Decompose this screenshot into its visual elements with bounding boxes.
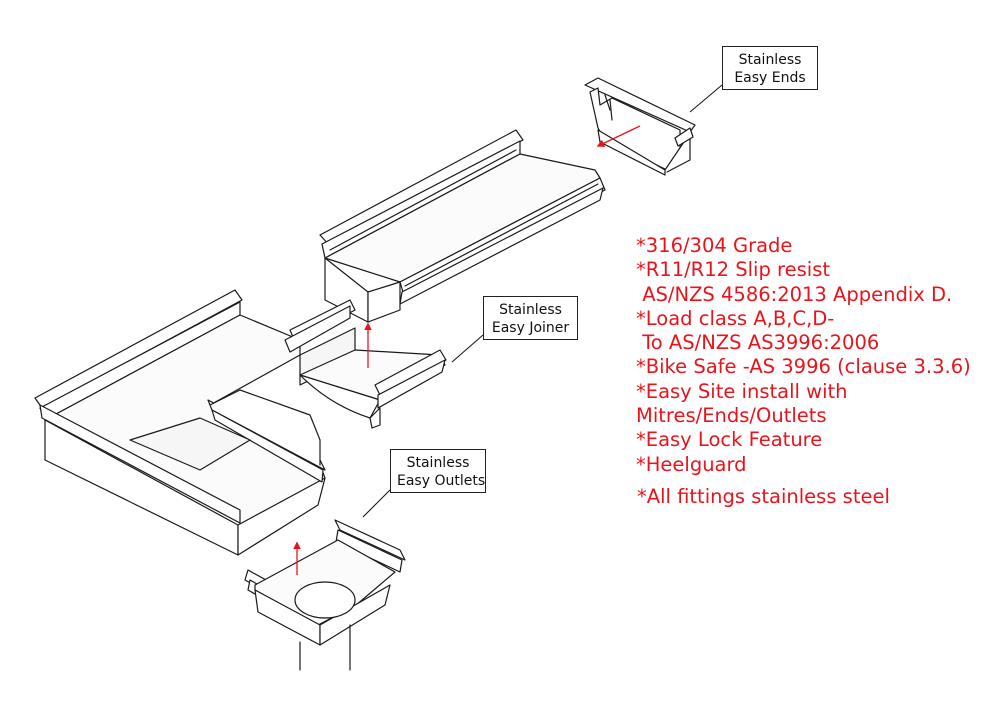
feature-item: *Heelguard xyxy=(636,452,747,476)
upper-channel-section xyxy=(319,129,606,323)
easy-outlet-fitting xyxy=(244,519,406,671)
callout-easy-ends: Stainless Easy Ends xyxy=(722,46,818,90)
feature-item: *Easy Lock Feature xyxy=(636,428,823,452)
callout-joiner-line2: Easy Joiner xyxy=(491,320,570,336)
feature-item: AS/NZS 4586:2013 Appendix D. xyxy=(636,282,953,306)
joiner-leader-line xyxy=(451,334,484,363)
feature-item: *Load class A,B,C,D- xyxy=(636,306,835,330)
feature-item: *Easy Site install with xyxy=(636,379,848,403)
callout-outlets-line1: Stainless xyxy=(406,455,470,471)
tee-junction-channel xyxy=(34,289,356,556)
callout-ends-line1: Stainless xyxy=(738,52,802,68)
callout-joiner-line1: Stainless xyxy=(499,302,562,318)
feature-item: Mitres/Ends/Outlets xyxy=(636,404,827,428)
feature-item: *316/304 Grade xyxy=(636,234,793,257)
feature-item: To AS/NZS AS3996:2006 xyxy=(636,331,880,355)
callout-easy-outlets: Stainless Easy Outlets xyxy=(390,449,486,493)
fittings-footnote: *All fittings stainless steel xyxy=(637,485,890,508)
ends-insert-arrow xyxy=(596,125,641,147)
callout-outlets-line2: Easy Outlets xyxy=(397,473,486,489)
feature-item: *R11/R12 Slip resist xyxy=(636,258,831,282)
callout-ends-line2: Easy Ends xyxy=(734,70,806,86)
feature-list: *316/304 Grade *R11/R12 Slip resist AS/N… xyxy=(636,234,971,477)
feature-item: *Bike Safe -AS 3996 (clause 3.3.6) xyxy=(636,355,971,379)
callout-easy-joiner: Stainless Easy Joiner xyxy=(483,296,578,340)
easy-joiner-fitting xyxy=(299,349,447,429)
outlets-leader-line xyxy=(362,489,391,518)
ends-leader-line xyxy=(689,84,723,113)
